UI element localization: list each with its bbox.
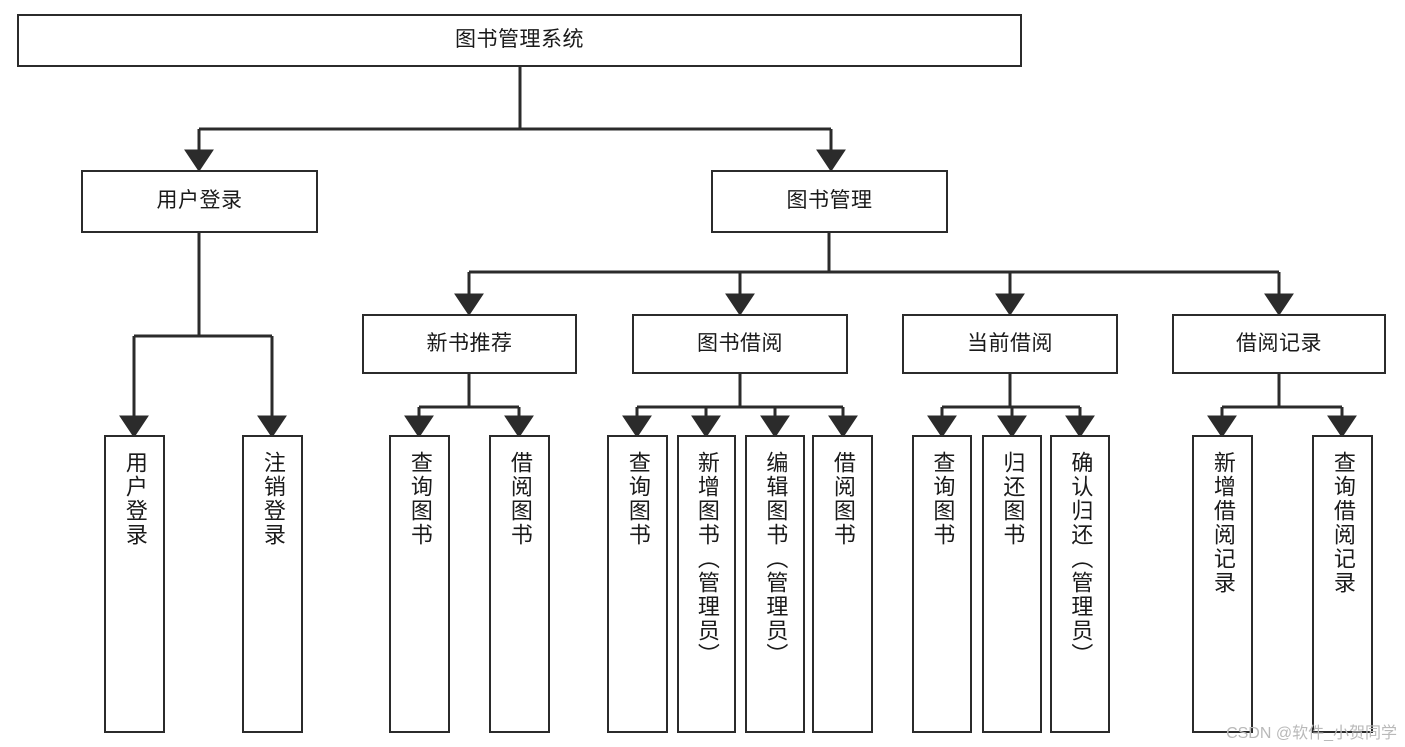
node-new-book-recommend[interactable]: 新书推荐 [362, 314, 577, 374]
node-label: 用户登录 [156, 189, 243, 213]
node-user-login[interactable]: 用户登录 [81, 170, 318, 233]
node-leaf-borrow-book-1[interactable]: 借阅图书 [489, 435, 550, 733]
node-leaf-borrow-book-2[interactable]: 借阅图书 [812, 435, 873, 733]
node-leaf-return-book[interactable]: 归还图书 [982, 435, 1042, 733]
node-label: 新书推荐 [426, 331, 513, 355]
node-leaf-query-book-2[interactable]: 查询图书 [607, 435, 668, 733]
node-label: 归还图书 [1000, 451, 1026, 547]
node-leaf-query-book-1[interactable]: 查询图书 [389, 435, 450, 733]
node-root-system[interactable]: 图书管理系统 [17, 14, 1022, 67]
node-label: 图书管理 [786, 189, 873, 213]
node-label: 确认归还（管理员） [1068, 451, 1094, 667]
node-leaf-add-record[interactable]: 新增借阅记录 [1192, 435, 1253, 733]
node-leaf-query-book-3[interactable]: 查询图书 [912, 435, 972, 733]
node-leaf-user-logout[interactable]: 注销登录 [242, 435, 303, 733]
csdn-watermark: CSDN @软件_小贺同学 [1226, 725, 1397, 742]
node-label: 图书借阅 [697, 331, 783, 355]
node-label: 编辑图书（管理员） [763, 451, 789, 667]
node-label: 查询图书 [625, 451, 651, 547]
node-label: 新增借阅记录 [1210, 451, 1236, 595]
node-current-borrow[interactable]: 当前借阅 [902, 314, 1118, 374]
node-leaf-user-login[interactable]: 用户登录 [104, 435, 165, 733]
node-borrow-record[interactable]: 借阅记录 [1172, 314, 1386, 374]
node-label: 借阅图书 [830, 451, 856, 547]
node-book-management[interactable]: 图书管理 [711, 170, 948, 233]
node-label: 新增图书（管理员） [694, 451, 720, 667]
node-leaf-edit-book[interactable]: 编辑图书（管理员） [745, 435, 805, 733]
node-label: 注销登录 [260, 451, 286, 547]
node-label: 借阅记录 [1236, 331, 1322, 355]
node-label: 查询图书 [930, 451, 956, 547]
node-book-borrow[interactable]: 图书借阅 [632, 314, 848, 374]
node-leaf-add-book[interactable]: 新增图书（管理员） [677, 435, 736, 733]
node-label: 查询图书 [407, 451, 433, 547]
node-label: 查询借阅记录 [1330, 451, 1356, 595]
node-leaf-confirm-return[interactable]: 确认归还（管理员） [1050, 435, 1110, 733]
node-label: 用户登录 [122, 451, 148, 547]
node-label: 当前借阅 [967, 331, 1053, 355]
node-leaf-query-record[interactable]: 查询借阅记录 [1312, 435, 1373, 733]
node-label: 图书管理系统 [455, 28, 584, 52]
node-label: 借阅图书 [507, 451, 533, 547]
